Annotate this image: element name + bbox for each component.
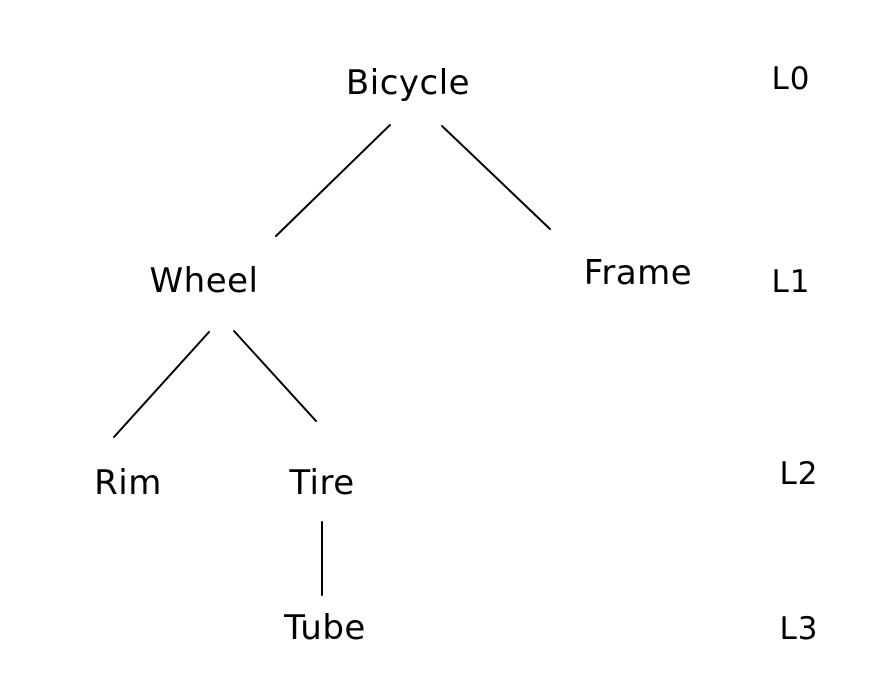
level-label-l2: L2 bbox=[779, 456, 819, 492]
level-label-l0: L0 bbox=[771, 61, 811, 97]
edge-bicycle-frame bbox=[441, 125, 551, 230]
node-wheel[interactable]: Wheel bbox=[149, 261, 259, 301]
edge-wheel-tire bbox=[233, 330, 317, 422]
node-rim[interactable]: Rim bbox=[94, 463, 162, 503]
level-label-l1: L1 bbox=[771, 264, 811, 300]
node-tube[interactable]: Tube bbox=[284, 608, 366, 648]
node-frame[interactable]: Frame bbox=[583, 253, 693, 293]
node-tire[interactable]: Tire bbox=[289, 463, 355, 503]
edge-bicycle-wheel bbox=[275, 124, 391, 237]
level-label-l3: L3 bbox=[779, 611, 819, 647]
node-bicycle[interactable]: Bicycle bbox=[345, 63, 471, 103]
edge-wheel-rim bbox=[113, 331, 210, 438]
